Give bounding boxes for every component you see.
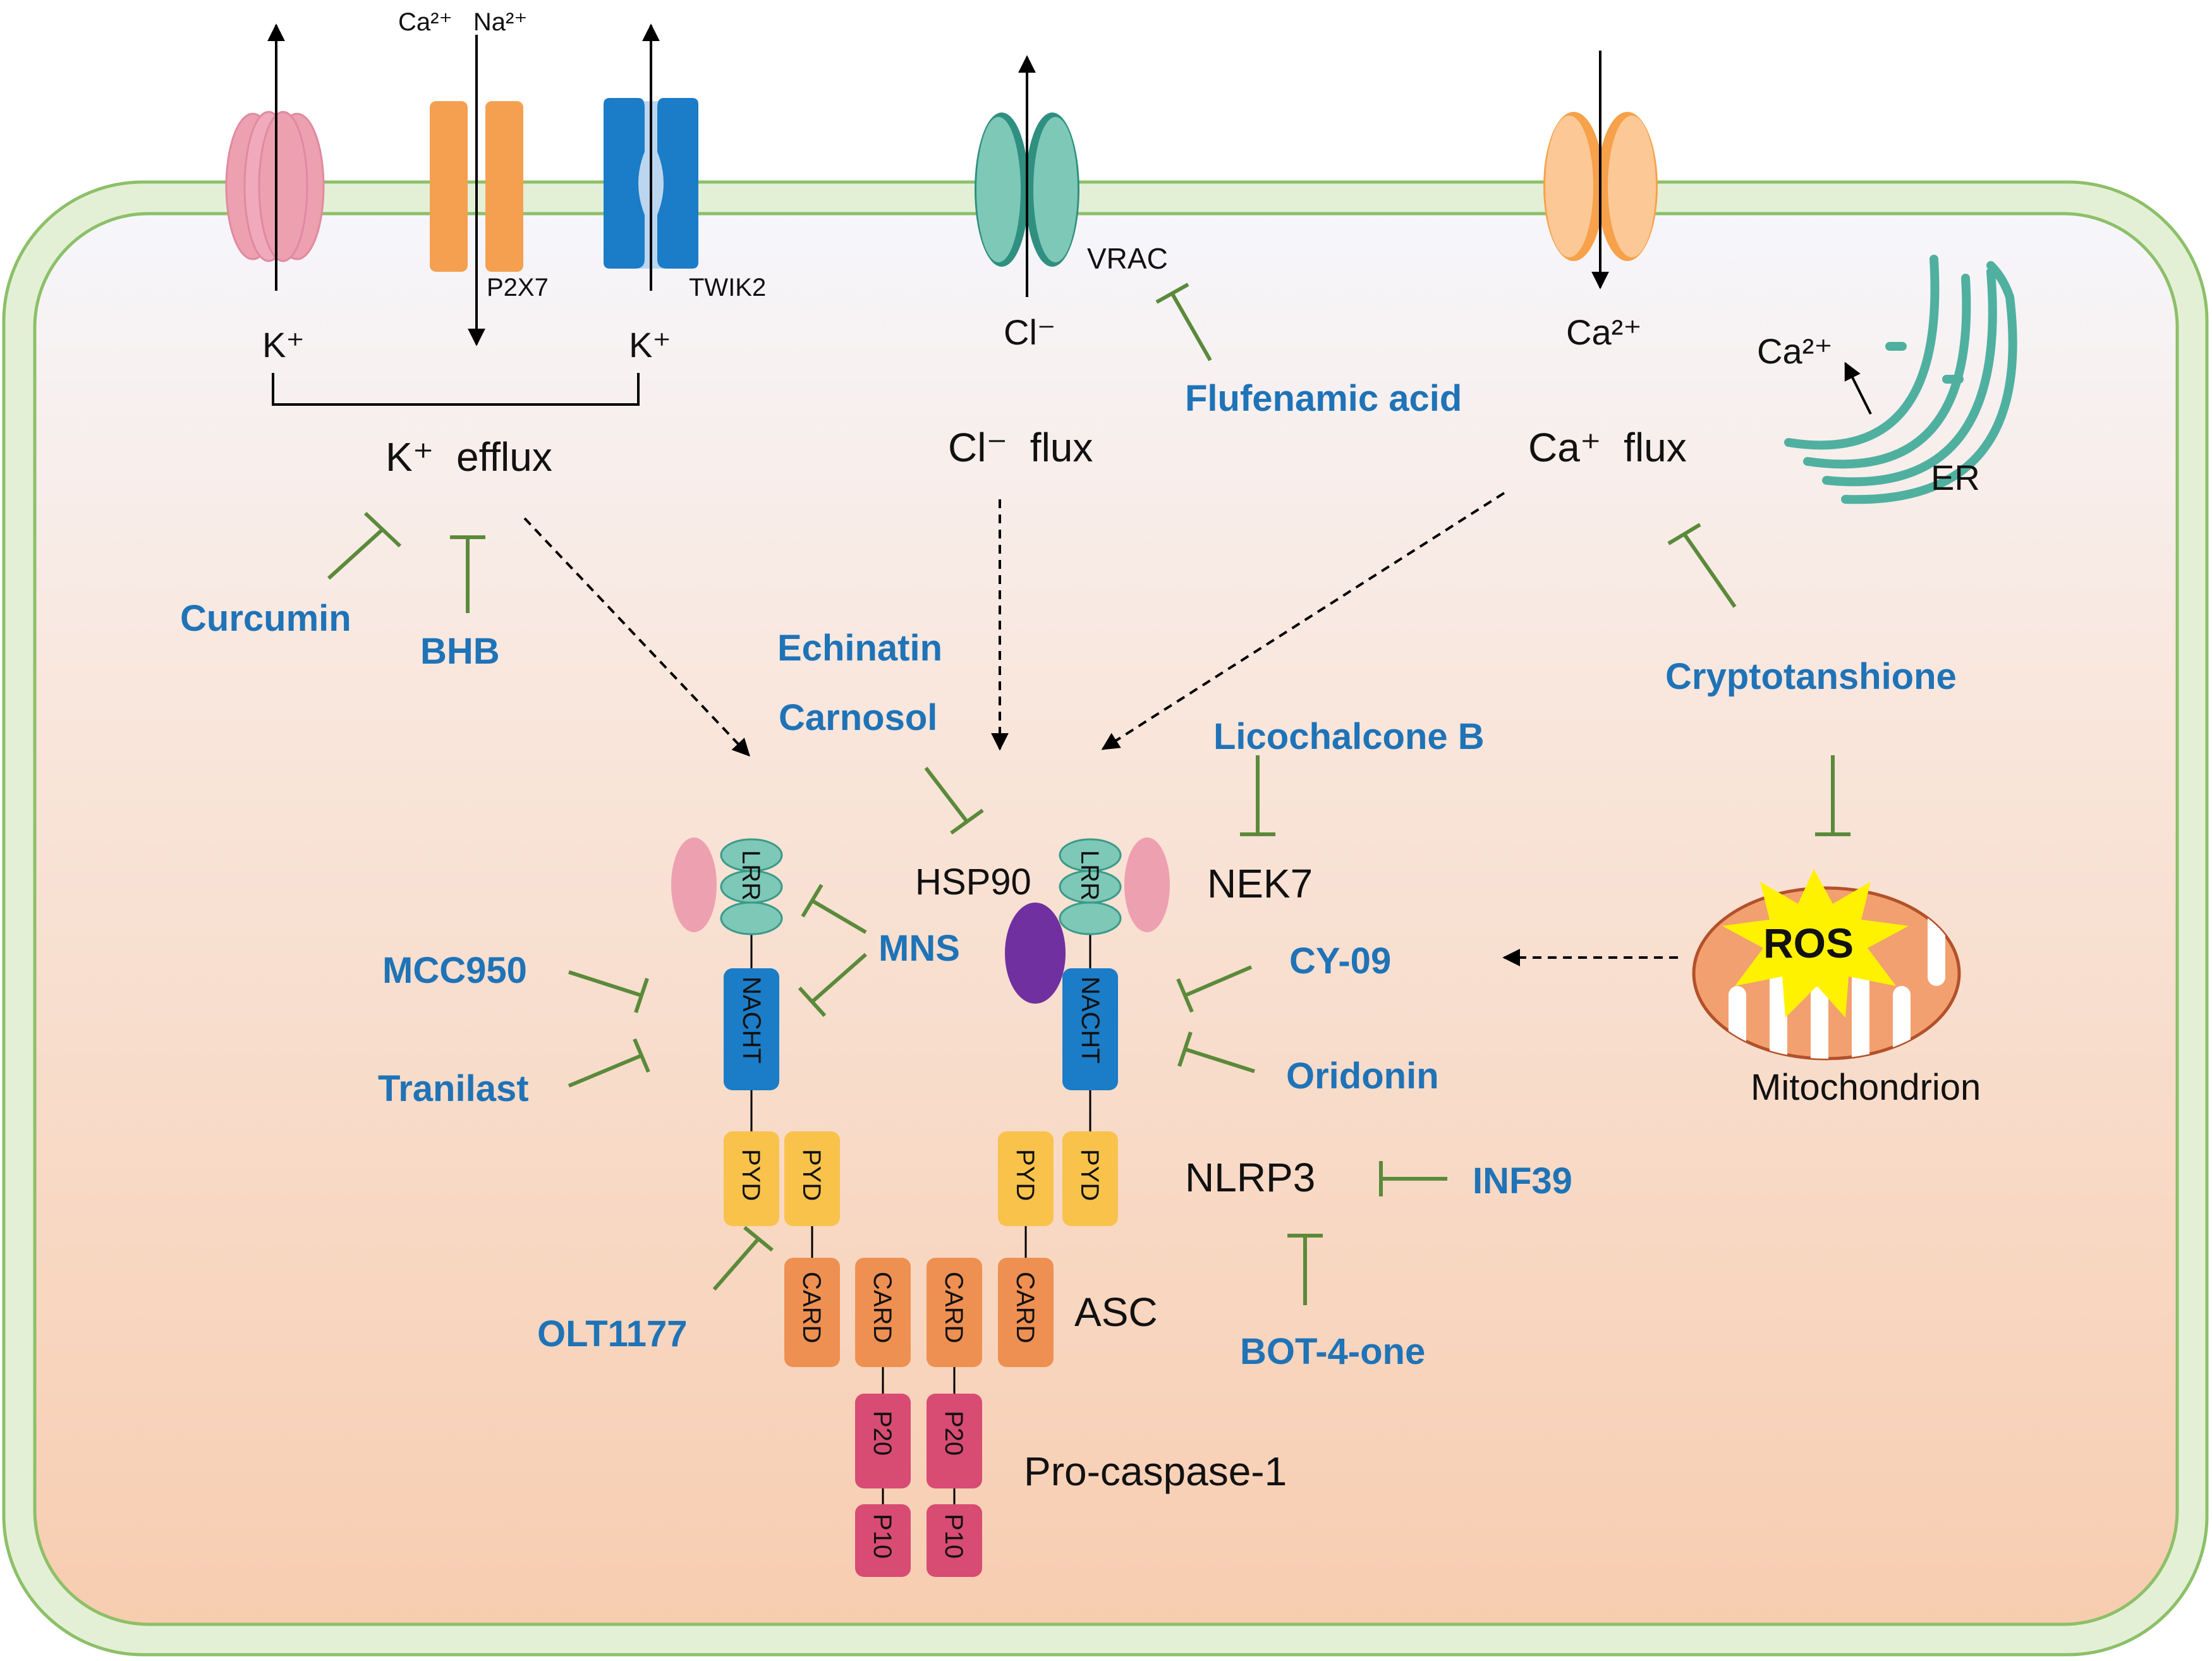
k-efflux-label: K⁺ efflux [386, 434, 552, 480]
inf39-label: INF39 [1473, 1160, 1572, 1202]
hsp90-blob [1005, 903, 1066, 1004]
curcumin-label: Curcumin [180, 598, 351, 639]
nacht-left [724, 968, 779, 1090]
flufenamic-acid-label: Flufenamic acid [1185, 378, 1462, 419]
tranilast-label: Tranilast [378, 1068, 529, 1109]
inhibitor-names: Curcumin BHB Flufenamic acid Echinatin C… [180, 378, 1957, 1372]
p2x7-ions-label: Ca²⁺ Na²⁺ [398, 8, 527, 36]
mitochondrion-label: Mitochondrion [1751, 1067, 1981, 1108]
lrr-left-label: LRR [737, 850, 765, 901]
bhb-label: BHB [420, 631, 500, 672]
k-efflux-bracket [272, 373, 640, 406]
lrr-right [1059, 838, 1122, 935]
twik2-label: TWIK2 [689, 274, 766, 301]
lrr-right-label: LRR [1076, 850, 1103, 901]
cl-ion-label: Cl⁻ [1004, 312, 1055, 352]
p20-left-label: P20 [868, 1411, 896, 1456]
mns-label: MNS [878, 928, 960, 969]
er-ca-release-arrow [1844, 362, 1872, 415]
nacht-left-label: NACHT [738, 977, 765, 1064]
olt1177-label: OLT1177 [537, 1313, 688, 1354]
k-ion-label-right: K⁺ [629, 325, 671, 365]
pyd-label-2: PYD [798, 1149, 825, 1201]
p10-left-label: P10 [868, 1514, 896, 1559]
pyd-asc-right [998, 1131, 1054, 1226]
p2x7-channel [430, 35, 523, 346]
licochalcone-b-label: Licochalcone B [1213, 716, 1485, 757]
card-label-3: CARD [940, 1272, 968, 1343]
p20-right-label: P20 [940, 1411, 968, 1456]
p20-left [855, 1394, 911, 1488]
card-3 [927, 1258, 982, 1367]
pyd-asc-left [784, 1131, 840, 1226]
pyd-nlrp3-left [724, 1131, 779, 1226]
pyd-label-4: PYD [1076, 1149, 1103, 1201]
nlrp3-label: NLRP3 [1185, 1155, 1315, 1200]
pyd-nlrp3-right [1062, 1131, 1118, 1226]
ca-ion-label: Ca²⁺ [1566, 312, 1642, 352]
cy09-label: CY-09 [1289, 940, 1391, 982]
k-ion-label-left: K⁺ [262, 325, 305, 365]
ca-flux-label: Ca⁺ flux [1528, 425, 1687, 470]
cl-flux-label: Cl⁻ flux [948, 425, 1093, 470]
pyd-label-1: PYD [737, 1149, 765, 1201]
p2x7-label: P2X7 [487, 274, 549, 301]
ros-label: ROS [1763, 920, 1854, 966]
nek7-left [671, 837, 717, 932]
nek7-label: NEK7 [1207, 861, 1313, 906]
card-1 [784, 1258, 840, 1367]
ros-burst-icon [1722, 869, 1909, 1018]
er-ca-label: Ca²⁺ [1757, 331, 1833, 371]
twik2-channel [604, 23, 698, 291]
hsp90-label: HSP90 [915, 861, 1031, 903]
er-organelle [1784, 255, 2017, 504]
vrac-label: VRAC [1087, 242, 1168, 275]
nacht-right [1062, 968, 1118, 1090]
p10-right-label: P10 [940, 1514, 968, 1559]
asc-label: ASC [1074, 1289, 1158, 1335]
mcc950-label: MCC950 [382, 950, 527, 991]
pyd-label-3: PYD [1011, 1149, 1039, 1201]
nacht-right-label: NACHT [1076, 977, 1104, 1064]
inhibitor-lines [327, 283, 1850, 1305]
er-label: ER [1931, 458, 1980, 497]
domain-connectors [750, 929, 1091, 1504]
card-2 [855, 1258, 911, 1367]
activation-arrows [523, 492, 1678, 966]
lrr-left [720, 838, 783, 935]
cryptotanshione-label: Cryptotanshione [1665, 656, 1957, 697]
nek7-right [1124, 837, 1170, 932]
p10-right [927, 1504, 982, 1577]
carnosol-label: Carnosol [779, 697, 937, 738]
pro-caspase-label: Pro-caspase-1 [1024, 1449, 1287, 1494]
card-label-1: CARD [798, 1272, 825, 1343]
card-4 [998, 1258, 1054, 1367]
oridonin-label: Oridonin [1286, 1056, 1439, 1097]
p20-right [927, 1394, 982, 1488]
p10-left [855, 1504, 911, 1577]
vrac-channel [975, 55, 1079, 297]
ca-channel [1543, 51, 1658, 289]
bot4one-label: BOT-4-one [1240, 1331, 1425, 1372]
k-channel [225, 23, 325, 291]
card-label-4: CARD [1011, 1272, 1039, 1343]
card-label-2: CARD [868, 1272, 896, 1343]
echinatin-label: Echinatin [777, 628, 942, 669]
